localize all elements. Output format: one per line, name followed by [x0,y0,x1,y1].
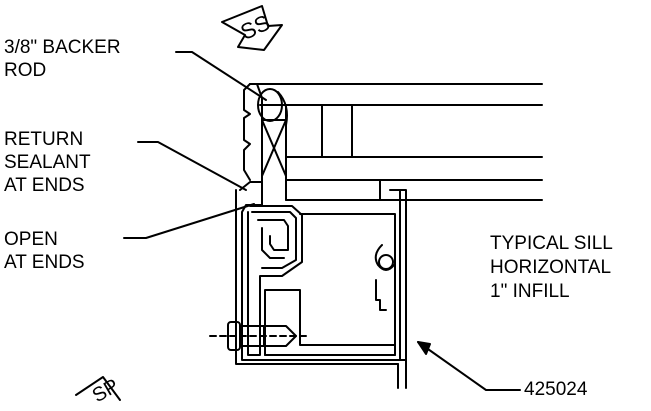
backer-rod-label: 3/8" BACKER [4,37,121,58]
sp-arrow-text: SP [89,375,123,406]
title-label-1: TYPICAL SILL [490,233,613,254]
backer-rod-joint [249,83,288,201]
sill-extrusion-425024 [235,181,407,389]
part-number-label: 425024 [524,379,588,400]
return-sealant-label-2: SEALANT [4,152,91,173]
anchor-screw [209,321,307,351]
open-label: OPEN [4,229,58,250]
title-label-2: HORIZONTAL [490,257,612,278]
return-sealant-label-3: AT ENDS [4,175,85,196]
screw-boss [374,244,395,311]
return-sealant-label: RETURN [4,129,84,150]
sp-arrow-icon: SP [75,375,123,407]
horizontal-lines [249,83,543,201]
title-label-3: 1" INFILL [490,281,570,302]
leader-lines [123,51,521,391]
open-label-2: AT ENDS [4,252,85,273]
glazing-gasket [243,83,251,181]
glass-spacer [285,104,381,201]
ss-arrow-icon: SS [221,5,283,51]
backer-rod-label-2: ROD [4,60,47,81]
